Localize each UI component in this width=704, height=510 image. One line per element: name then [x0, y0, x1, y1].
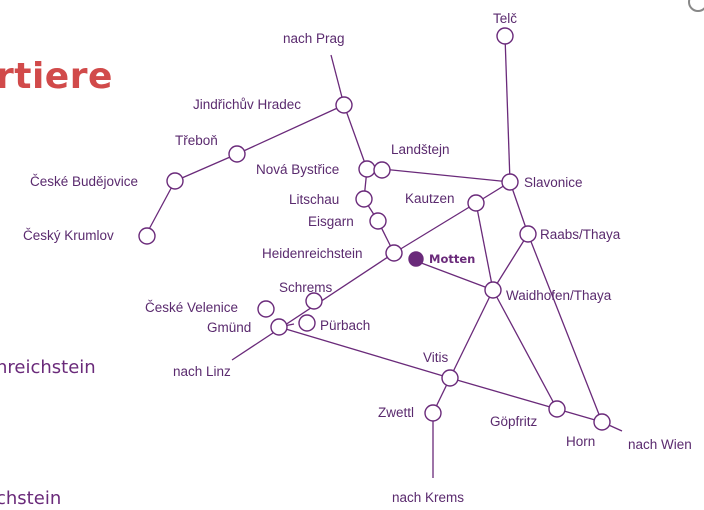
- label-jindrichuv: Jindřichův Hradec: [193, 97, 301, 112]
- route-line: [475, 202, 494, 291]
- stations: [138, 27, 611, 431]
- station-jindrichuv-icon: [335, 96, 353, 114]
- station-budejovice-icon: [166, 172, 184, 190]
- label-zwettl: Zwettl: [378, 405, 414, 420]
- label-horn: Horn: [566, 434, 595, 449]
- label-krems: nach Krems: [392, 490, 464, 505]
- label-eisgarn: Eisgarn: [308, 214, 354, 229]
- route-line: [415, 260, 494, 291]
- station-landstejn-icon: [373, 161, 391, 179]
- route-line: [527, 233, 603, 423]
- station-horn-icon: [593, 413, 611, 431]
- station-kautzen-icon: [467, 194, 485, 212]
- label-linz: nach Linz: [173, 364, 231, 379]
- route-line: [278, 326, 451, 379]
- route-line: [492, 233, 529, 291]
- label-schrems: Schrems: [279, 280, 333, 295]
- label-wien: nach Wien: [628, 437, 692, 452]
- route-line: [492, 289, 558, 410]
- route-line: [393, 202, 477, 254]
- station-velenice-icon: [257, 300, 275, 318]
- station-waidhofen-icon: [484, 281, 502, 299]
- station-novabystrice-icon: [358, 160, 376, 178]
- station-eisgarn-icon: [369, 212, 387, 230]
- station-telc-icon: [496, 27, 514, 45]
- station-litschau-icon: [355, 190, 373, 208]
- station-motten-icon: [408, 251, 424, 267]
- label-raabs: Raabs/Thaya: [540, 227, 621, 242]
- station-krumlov-icon: [138, 227, 156, 245]
- label-budejovice: České Budějovice: [30, 174, 138, 189]
- station-vitis-icon: [441, 369, 459, 387]
- side-text-2: chstein: [0, 488, 62, 509]
- station-slavonice-icon: [501, 173, 519, 191]
- label-motten: Motten: [429, 252, 475, 266]
- route-line: [449, 289, 494, 379]
- side-text-1: nreichstein: [0, 357, 96, 378]
- route-line: [449, 377, 603, 423]
- route-line: [236, 104, 345, 155]
- label-slavonice: Slavonice: [524, 175, 583, 190]
- label-gmund: Gmünd: [207, 320, 251, 335]
- label-prag: nach Prag: [283, 31, 345, 46]
- label-velenice: České Velenice: [145, 300, 238, 315]
- station-schrems-icon: [305, 292, 323, 310]
- label-gopfritz: Göpfritz: [490, 414, 538, 429]
- label-telc: Telč: [493, 11, 517, 26]
- label-purbach: Pürbach: [320, 318, 370, 333]
- label-kautzen: Kautzen: [405, 191, 455, 206]
- route-line: [343, 104, 368, 170]
- station-gmund-icon: [270, 318, 288, 336]
- route-line: [146, 180, 176, 234]
- station-trebon-icon: [228, 145, 246, 163]
- label-novabystrice: Nová Bystřice: [256, 162, 339, 177]
- label-litschau: Litschau: [289, 192, 339, 207]
- station-purbach-icon: [298, 314, 316, 332]
- labels: Telč nach Prag Jindřichův Hradec Třeboň …: [23, 11, 692, 505]
- label-trebon: Třeboň: [175, 133, 218, 148]
- label-waidhofen: Waidhofen/Thaya: [506, 288, 612, 303]
- label-vitis: Vitis: [423, 350, 449, 365]
- route-line: [381, 168, 511, 183]
- label-krumlov: Český Krumlov: [23, 228, 114, 243]
- label-landstejn: Landštejn: [391, 142, 450, 157]
- station-zwettl-icon: [424, 404, 442, 422]
- station-raabs-icon: [519, 225, 537, 243]
- route-line: [174, 153, 238, 182]
- label-heidenreichstein: Heidenreichstein: [262, 246, 363, 261]
- route-line: [504, 35, 511, 183]
- page-heading: rtiere: [0, 56, 113, 97]
- route-line: [509, 181, 529, 235]
- station-gopfritz-icon: [548, 400, 566, 418]
- station-heidenreichstein-icon: [385, 244, 403, 262]
- corner-circle-icon: [688, 0, 704, 12]
